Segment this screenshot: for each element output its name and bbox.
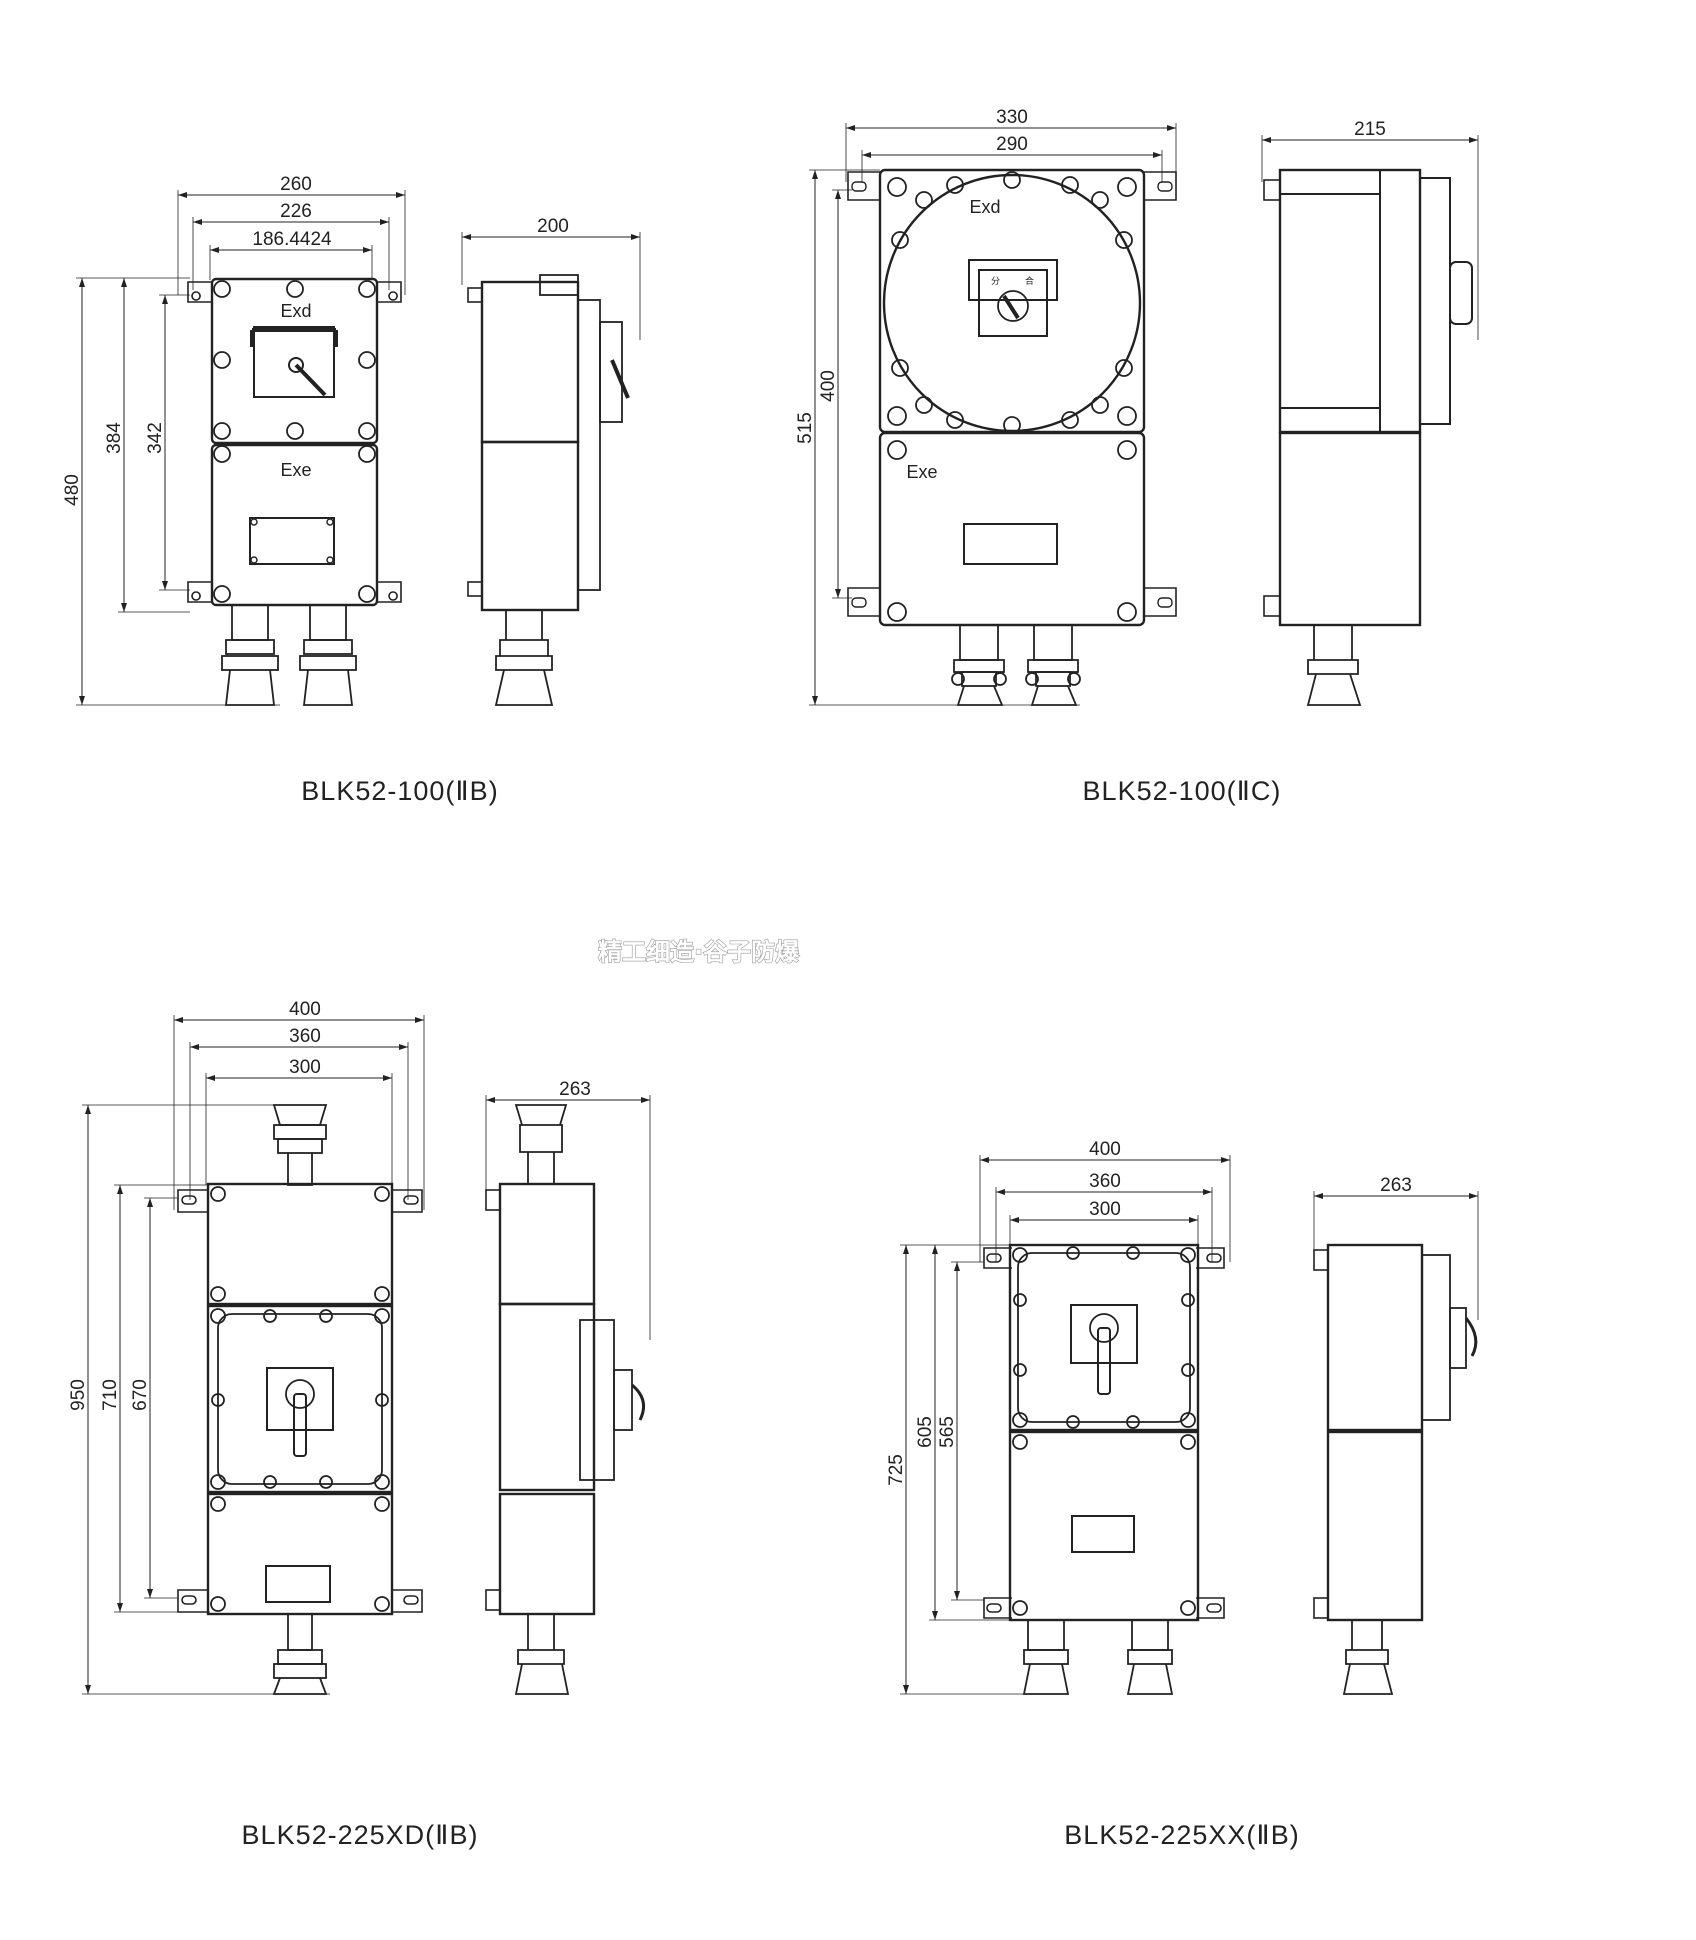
- front-view-2: 330 290 515 400: [795, 107, 1177, 706]
- switch-chamber: [206, 1304, 394, 1494]
- switch-on-mark: 合: [1025, 275, 1034, 287]
- exe-chamber: [210, 443, 379, 607]
- cable-gland-left: [951, 625, 1007, 706]
- dim-width-mid: 226: [280, 201, 312, 222]
- exd-label: Exd: [969, 197, 1000, 217]
- dim-width-inner: 300: [1089, 1199, 1121, 1220]
- dim-height-inner: 565: [937, 1416, 958, 1448]
- front-view-3: 400 360 300 950 710 670: [68, 999, 425, 1695]
- dim-depth: 215: [1354, 119, 1386, 140]
- dim-height-mid: 384: [104, 422, 125, 454]
- cable-gland-left: [1022, 1620, 1070, 1695]
- dim-depth: 263: [1380, 1175, 1412, 1196]
- rotary-handle: [1097, 1327, 1111, 1395]
- dim-height-inner: 342: [145, 422, 166, 454]
- rotary-handle: [293, 1393, 307, 1457]
- side-view-3: 263: [485, 1079, 651, 1695]
- cable-gland-bottom: [272, 1614, 328, 1695]
- dim-width-outer: 400: [289, 999, 321, 1020]
- dim-height-inner: 400: [818, 370, 839, 402]
- dim-height-total: 515: [795, 412, 816, 444]
- switch-handle-guard: [253, 326, 335, 398]
- front-view-1: 260 226 186.4424 480 384 342: [62, 174, 406, 706]
- cover-window: [249, 517, 335, 565]
- exd-chamber: [210, 277, 379, 445]
- dim-width-mid: 360: [289, 1026, 321, 1047]
- switch-chamber: [1008, 1243, 1200, 1432]
- dim-height-total: 480: [62, 474, 83, 506]
- switch-off-mark: 分: [991, 276, 1000, 287]
- caption-blk52-100-iib: BLK52-100(ⅡB): [301, 776, 498, 806]
- cable-gland-left: [221, 605, 279, 706]
- dim-height-total: 725: [886, 1454, 907, 1486]
- dim-width-inner: 186.4424: [252, 229, 332, 250]
- caption-blk52-100-iic: BLK52-100(ⅡC): [1083, 776, 1282, 806]
- dim-width-inner: 290: [996, 134, 1028, 155]
- dim-height-inner: 670: [130, 1379, 151, 1411]
- dim-depth: 263: [559, 1079, 591, 1100]
- cover-window: [963, 523, 1058, 565]
- dim-depth: 200: [537, 216, 569, 237]
- cover-window: [1071, 1515, 1135, 1553]
- drawing-blk52-225xd-iib: 400 360 300 950 710 670: [68, 999, 651, 1850]
- dim-width-outer: 400: [1089, 1139, 1121, 1160]
- side-view-2: 215: [1261, 119, 1479, 706]
- dim-height-mid: 605: [915, 1416, 936, 1448]
- exd-label: Exd: [280, 301, 311, 321]
- rotary-switch: [978, 269, 1048, 337]
- watermark-text: 精工细造·谷子防爆: [598, 938, 800, 966]
- dim-width-outer: 330: [996, 107, 1028, 128]
- drawing-blk52-100-iic: 330 290 515 400: [795, 107, 1479, 806]
- front-view-4: 400 360 300 725 605 565: [886, 1139, 1231, 1695]
- cable-gland-right: [1025, 625, 1081, 706]
- dim-width-mid: 360: [1089, 1171, 1121, 1192]
- cover-window: [265, 1565, 331, 1603]
- dim-height-total: 950: [68, 1379, 89, 1411]
- caption-blk52-225xx-iib: BLK52-225XX(ⅡB): [1064, 1820, 1299, 1850]
- side-view-1: 200: [461, 216, 641, 706]
- cable-gland-top: [272, 1104, 328, 1186]
- dim-width-inner: 300: [289, 1057, 321, 1078]
- cable-gland-right: [1126, 1620, 1174, 1695]
- exe-label: Exe: [280, 460, 311, 480]
- dim-height-mid: 710: [100, 1379, 121, 1411]
- drawing-blk52-100-iib: 260 226 186.4424 480 384 342: [62, 174, 641, 806]
- side-view-4: 263: [1313, 1175, 1479, 1695]
- cable-gland-right: [299, 605, 357, 706]
- rotary-handle: [294, 363, 327, 397]
- dim-width-outer: 260: [280, 174, 312, 195]
- exe-label: Exe: [906, 462, 937, 482]
- caption-blk52-225xd-iib: BLK52-225XD(ⅡB): [242, 1820, 479, 1850]
- drawing-blk52-225xx-iib: 400 360 300 725 605 565: [886, 1139, 1479, 1850]
